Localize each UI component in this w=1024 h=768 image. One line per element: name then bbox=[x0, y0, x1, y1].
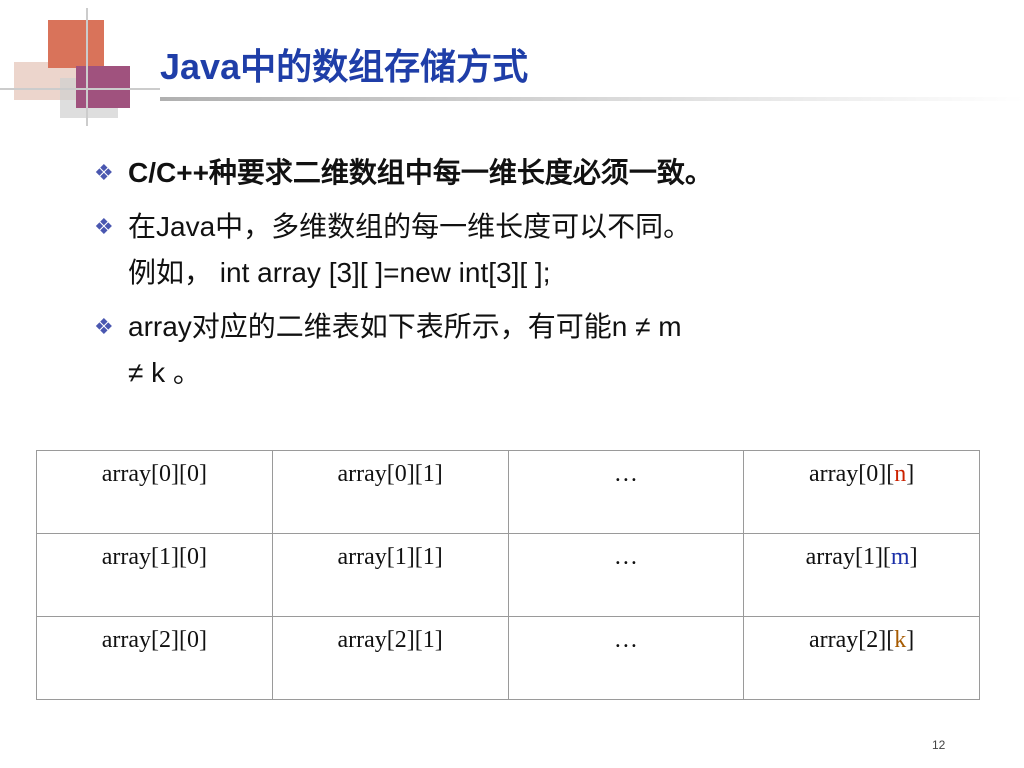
bullet-line: ≠ k 。 bbox=[128, 357, 201, 388]
cell-prefix: array[0][ bbox=[808, 461, 895, 487]
bullet-line: array对应的二维表如下表所示，有可能n ≠ m bbox=[128, 311, 682, 342]
table-cell: array[0][n] bbox=[743, 450, 980, 534]
page-number: 12 bbox=[932, 738, 946, 752]
bullet-item: ❖ array对应的二维表如下表所示，有可能n ≠ m ≠ k 。 bbox=[90, 304, 970, 396]
cell-prefix: array[1][ bbox=[805, 544, 891, 570]
table-row: array[2][0] array[2][1] … array[2][k] bbox=[36, 616, 980, 700]
table-row: array[0][0] array[0][1] … array[0][n] bbox=[36, 450, 980, 534]
decor-square-orange bbox=[48, 20, 104, 68]
bullet-item: ❖ C/C++种要求二维数组中每一维长度必须一致。 bbox=[90, 150, 970, 196]
table-cell: array[0][0] bbox=[36, 450, 273, 534]
table-cell: array[1][1] bbox=[271, 533, 509, 617]
bullet-line: C/C++种要求二维数组中每一维长度必须一致。 bbox=[128, 157, 713, 188]
cell-index-k: k bbox=[894, 627, 907, 653]
cell-index-m: m bbox=[890, 544, 910, 570]
cell-prefix: array[2][ bbox=[808, 627, 895, 653]
table-row: array[1][0] array[1][1] … array[1][m] bbox=[36, 533, 980, 617]
table-cell: array[2][k] bbox=[743, 616, 980, 700]
table-cell: array[2][0] bbox=[36, 616, 273, 700]
diamond-bullet-icon: ❖ bbox=[94, 214, 114, 239]
table-cell: array[1][m] bbox=[743, 533, 980, 617]
diamond-bullet-icon: ❖ bbox=[94, 160, 114, 185]
table-cell: array[0][1] bbox=[271, 450, 509, 534]
table-cell: array[2][1] bbox=[271, 616, 509, 700]
slide-title: Java中的数组存储方式 bbox=[160, 46, 529, 87]
cell-suffix: ] bbox=[906, 627, 915, 653]
table-cell: … bbox=[507, 450, 745, 534]
array-table: array[0][0] array[0][1] … array[0][n] ar… bbox=[36, 450, 980, 700]
table-cell: … bbox=[507, 616, 745, 700]
table-cell: array[1][0] bbox=[36, 533, 273, 617]
cell-suffix: ] bbox=[909, 544, 918, 570]
decor-square-purple bbox=[76, 66, 130, 108]
table-cell: … bbox=[507, 533, 745, 617]
diamond-bullet-icon: ❖ bbox=[94, 314, 114, 339]
bullet-line: 例如， int array [3][ ]=new int[3][ ]; bbox=[128, 257, 551, 288]
decor-vertical-line bbox=[86, 8, 88, 126]
cell-suffix: ] bbox=[906, 461, 915, 487]
bullet-item: ❖ 在Java中，多维数组的每一维长度可以不同。 例如， int array [… bbox=[90, 204, 970, 296]
decor-horizontal-line bbox=[0, 88, 160, 90]
bullet-line: 在Java中，多维数组的每一维长度可以不同。 bbox=[128, 211, 692, 242]
cell-index-n: n bbox=[894, 461, 907, 487]
title-underline bbox=[160, 97, 1024, 101]
bullet-list: ❖ C/C++种要求二维数组中每一维长度必须一致。 ❖ 在Java中，多维数组的… bbox=[90, 150, 970, 404]
